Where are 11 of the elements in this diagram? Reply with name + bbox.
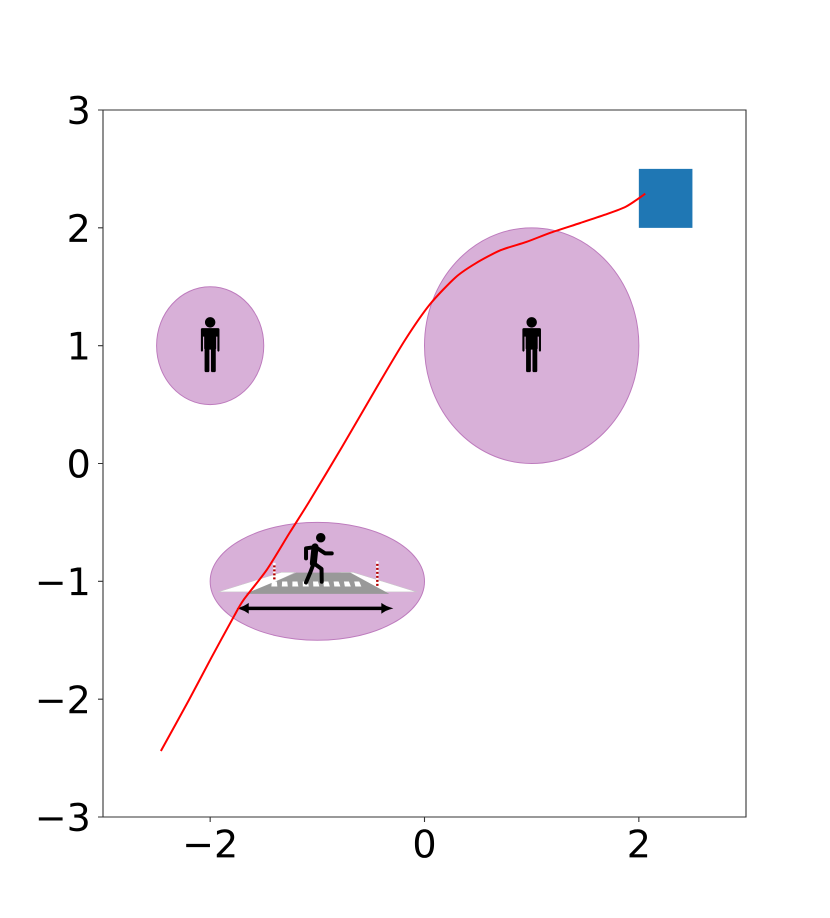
y-tick-label: −3 — [38, 802, 88, 832]
y-tick-label: −2 — [38, 685, 87, 714]
y-tick-label: 2 — [69, 214, 87, 242]
x-tick-label: −2 — [186, 829, 234, 858]
x-tick-label: 0 — [414, 829, 434, 858]
y-tick-label: 1 — [70, 332, 88, 360]
y-tick-label: −1 — [38, 567, 88, 596]
x-tick-label: 2 — [630, 829, 648, 858]
line-series — [160, 192, 646, 752]
y-tick-label: 3 — [70, 96, 88, 124]
y-tick-label: 0 — [69, 449, 88, 478]
